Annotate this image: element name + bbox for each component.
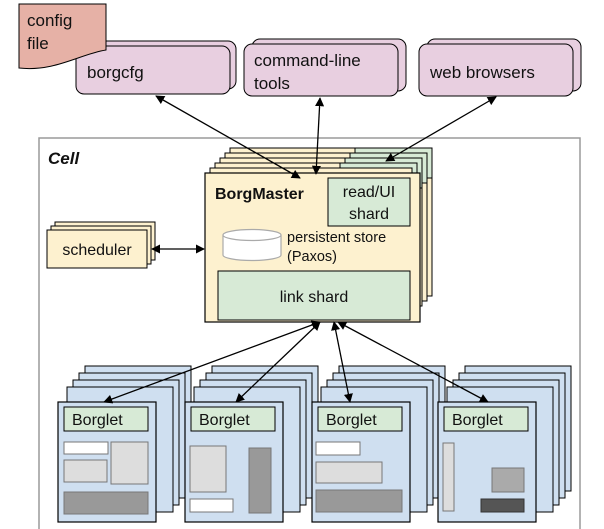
arrow-borglet-4 [337,321,489,403]
task [315,489,403,513]
persistent-store-icon [222,228,282,262]
web-browsers-label: web browsers [429,63,535,82]
borglet-machine-1: Borglet [57,365,192,523]
config-file-line2: file [27,34,49,53]
config-file-icon: config file [18,3,107,70]
cli-label-line2: tools [254,74,290,93]
cli-label-line1: command-line [254,51,361,70]
borglet-label: Borglet [452,412,503,429]
borglet-label: Borglet [326,412,377,429]
arrow-web-browsers [385,96,497,162]
task [491,467,525,493]
task [248,447,272,514]
command-line-tools-client: command-line tools [243,38,407,97]
web-browsers-client: web browsers [418,38,582,97]
read-ui-shard-line2: shard [349,206,389,223]
task [442,442,455,512]
borglet-label: Borglet [199,412,250,429]
cell-title: Cell [48,149,80,168]
borglet-agent [443,406,529,432]
borglet-machine-2: Borglet [184,365,319,523]
task [63,441,109,455]
borglet-agent [63,406,149,432]
task [189,498,234,513]
task [110,441,149,485]
borgmaster: BorgMaster read/UI shard persistent stor… [204,172,421,323]
borgcfg-client: borgcfg [75,40,237,95]
scheduler-label: scheduler [62,242,132,259]
borglet-agent [317,406,403,432]
read-ui-shard [327,177,411,227]
link-shard-label: link shard [280,289,348,306]
borglet-agent [190,406,276,432]
scheduler: scheduler [46,221,156,269]
task [63,459,108,483]
borglet-machine-3: Borglet [311,365,446,523]
task [480,498,525,513]
read-ui-shard-line1: read/UI [343,184,395,201]
arrow-command-line-tools [311,97,325,175]
borglet-label: Borglet [72,412,123,429]
borglet-machine-4: Borglet [437,365,572,523]
task [315,461,383,484]
config-file-line1: config [27,11,72,30]
arrow-borglet-2 [235,321,321,403]
persistent-store-line2: (Paxos) [287,249,337,265]
persistent-store-line1: persistent store [287,230,386,246]
task [189,445,227,493]
task [315,441,361,456]
link-shard [217,270,411,321]
borgcfg-label: borgcfg [87,63,144,82]
connectors [103,95,497,404]
borgmaster-title: BorgMaster [215,186,304,203]
task [63,491,149,515]
arrow-borgcfg [155,95,301,179]
